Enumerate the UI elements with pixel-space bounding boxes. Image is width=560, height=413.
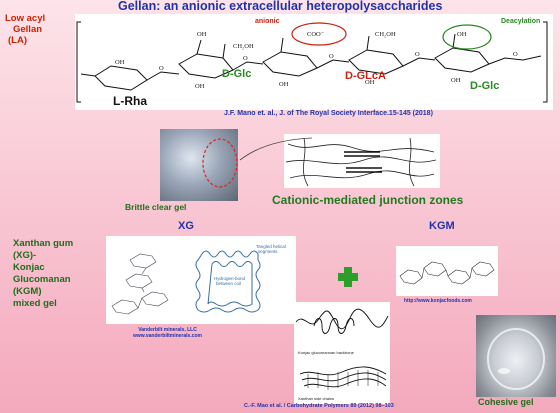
plus-icon <box>338 267 358 287</box>
anionic-label: anionic <box>255 18 280 25</box>
svg-text:O: O <box>415 51 420 58</box>
junction-zone-drawing <box>285 137 437 187</box>
red-dashed-circle <box>202 138 238 188</box>
slide-title: Gellan: an anionic extracellular heterop… <box>118 0 443 13</box>
svg-text:O: O <box>243 55 248 62</box>
svg-text:OH: OH <box>457 31 467 38</box>
svg-text:CH₂OH: CH₂OH <box>375 31 396 38</box>
junction-arrow <box>239 137 313 161</box>
mao-citation: C.-F. Mao et al. / Carbohydrate Polymers… <box>244 403 394 409</box>
gellan-structure-drawing: CH₂OH OH COO⁻ CH₂OH OH OH OH OH OH OH O … <box>76 21 548 103</box>
kgm-structure-image <box>396 246 498 296</box>
svg-text:between coil: between coil <box>216 281 241 286</box>
svg-text:Konjac glucomannan backbone: Konjac glucomannan backbone <box>298 350 355 355</box>
unit-d-glc-1: D-Glc <box>222 68 252 80</box>
cohesive-gel-photo <box>476 315 556 397</box>
svg-text:OH: OH <box>365 79 375 86</box>
deacylation-label: Deacylation <box>501 18 541 25</box>
svg-text:OH: OH <box>115 59 125 66</box>
unit-d-glc-2: D-Glc <box>470 80 500 92</box>
low-acyl-gellan-label: Low acyl Gellan (LA) <box>5 13 46 46</box>
kgm-structure-drawing <box>399 261 495 285</box>
svg-text:segments: segments <box>258 249 278 254</box>
svg-text:OH: OH <box>279 81 289 88</box>
gellan-structure-diagram: CH₂OH OH COO⁻ CH₂OH OH OH OH OH OH OH O … <box>75 14 553 110</box>
xg-header: XG <box>178 220 194 232</box>
svg-text:O: O <box>159 65 164 72</box>
junction-zones-label: Cationic-mediated junction zones <box>272 193 464 207</box>
xg-structure-drawing: Tangled helical segments Hydrogen-bond b… <box>111 244 286 315</box>
svg-text:COO⁻: COO⁻ <box>307 31 325 38</box>
kgm-url: http://www.konjacfoods.com <box>404 298 472 304</box>
mixed-gel-description: Xanthan gum (XG)- Konjac Glucomanan (KGM… <box>13 238 74 309</box>
xg-structure-image: Tangled helical segments Hydrogen-bond b… <box>106 236 296 324</box>
unit-d-glca: D-GLcA <box>345 70 386 82</box>
svg-text:OH: OH <box>197 31 207 38</box>
brittle-gel-label: Brittle clear gel <box>125 202 187 212</box>
svg-text:Xanthan side chains: Xanthan side chains <box>298 396 334 401</box>
xg-kgm-interaction-drawing: Konjac glucomannan backbone Xanthan side… <box>295 308 389 401</box>
svg-text:CH₂OH: CH₂OH <box>233 43 254 50</box>
cohesive-gel-label: Cohesive gel <box>478 397 534 407</box>
xg-citation: Vanderbilt minerals, LLC www.vanderbiltm… <box>133 327 203 339</box>
svg-text:OH: OH <box>195 83 205 90</box>
svg-text:O: O <box>513 51 518 58</box>
junction-zone-schematic <box>284 134 440 188</box>
svg-text:Tangled helical: Tangled helical <box>256 244 286 249</box>
kgm-header: KGM <box>429 220 455 232</box>
svg-text:Hydrogen-bond: Hydrogen-bond <box>214 276 246 281</box>
svg-text:OH: OH <box>451 77 461 84</box>
svg-text:O: O <box>329 53 334 60</box>
citation-mano: J.F. Mano et. al., J. of The Royal Socie… <box>224 110 433 117</box>
xg-kgm-interaction-schematic: Konjac glucomannan backbone Xanthan side… <box>294 302 390 404</box>
brittle-gel-photo <box>160 129 238 201</box>
gel-droplet-drawing <box>487 328 545 390</box>
unit-l-rha: L-Rha <box>113 94 147 108</box>
